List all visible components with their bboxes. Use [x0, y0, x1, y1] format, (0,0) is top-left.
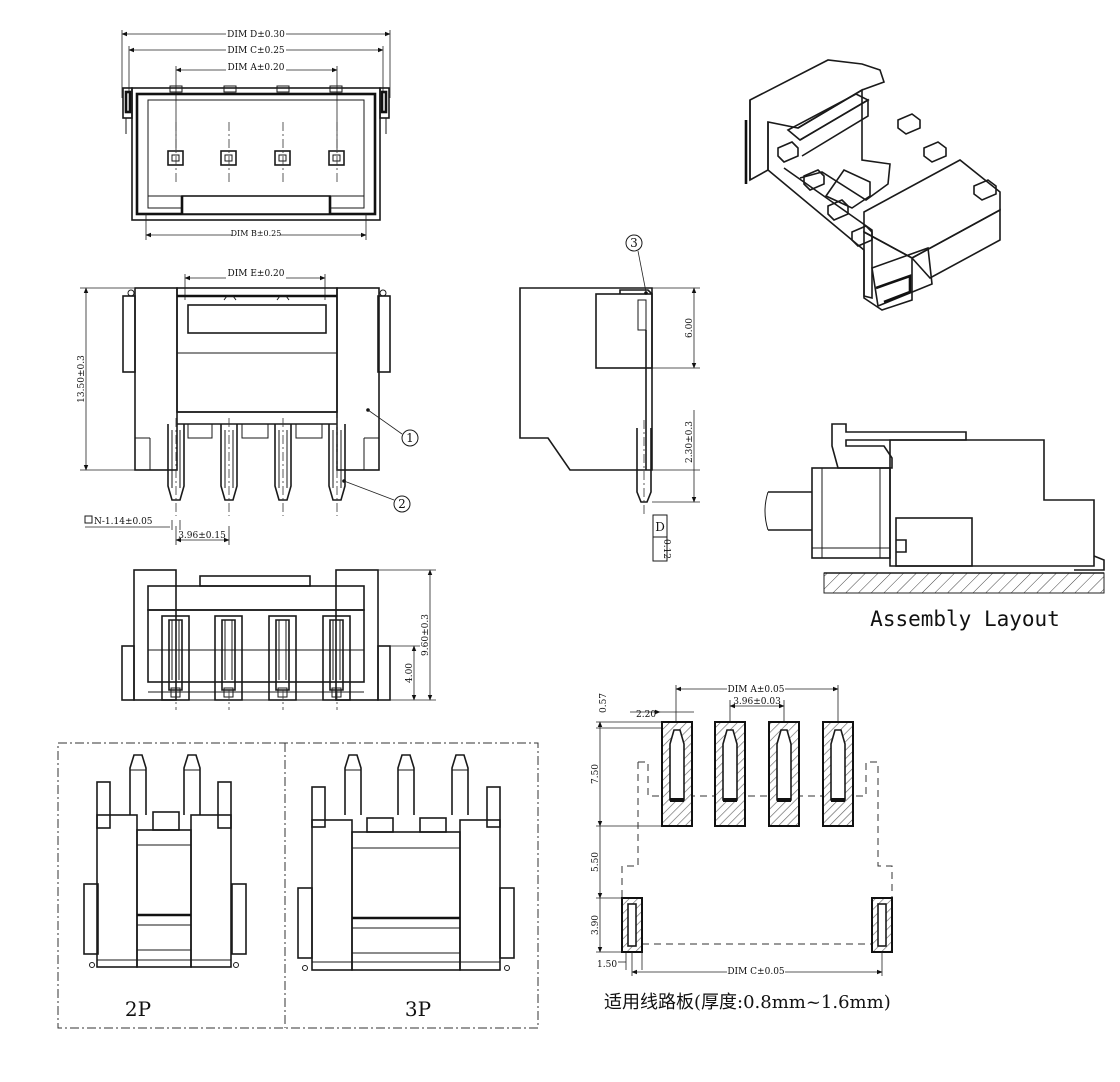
dim-400-label: 4.00 [405, 663, 415, 683]
assembly-layout [764, 423, 1105, 594]
pcb-dim-220: 2.20 [636, 710, 656, 720]
pcb-dim-750: 7.50 [591, 764, 601, 784]
pcb-dim-390: 3.90 [591, 915, 601, 935]
datum-symbol: D [655, 520, 665, 534]
pcb-dim-c-label: DIM C±0.05 [727, 967, 785, 977]
pcb-dim-057: 0.57 [599, 693, 609, 713]
assembly-label: Assembly Layout [870, 607, 1060, 631]
dim-b-label: DIM B±0.25 [231, 229, 282, 238]
flatness-value: 0.12 [661, 539, 671, 559]
pcb-note: 适用线路板(厚度:0.8mm~1.6mm) [604, 992, 891, 1013]
bottom-view: 9.60±0.3 4.00 [121, 569, 436, 710]
top-pin-2 [220, 150, 237, 166]
bottom-pin-4 [322, 615, 351, 701]
dim-a-label: DIM A±0.20 [228, 63, 285, 73]
bottom-pin-1 [161, 615, 190, 701]
height-label: 13.50±0.3 [77, 355, 87, 403]
pcb-dim-550: 5.50 [591, 852, 601, 872]
callout-2: 2 [398, 497, 406, 511]
dim-600-label: 6.00 [685, 318, 695, 338]
side-view: 3 6.00 2.30±0.3 D 0.12 [519, 234, 700, 562]
pcb-pitch-label: 3.96±0.03 [733, 697, 781, 707]
pin-width-label: N-1.14±0.05 [94, 517, 153, 527]
bottom-pin-3 [268, 615, 297, 701]
pcb-layout: DIM A±0.05 3.96±0.03 2.20 0.57 7.50 5.50… [591, 683, 893, 977]
callout-3: 3 [630, 236, 638, 250]
isometric-view [744, 59, 1001, 311]
dim-230-label: 2.30±0.3 [685, 421, 695, 463]
top-pin-3 [274, 150, 291, 166]
label-2p: 2P [125, 997, 151, 1021]
dim-c-label: DIM C±0.25 [227, 46, 285, 56]
dim-e-label: DIM E±0.20 [228, 269, 285, 279]
front-view: DIM E±0.20 13.50±0.3 [77, 268, 419, 545]
dim-960-label: 9.60±0.3 [421, 614, 431, 656]
top-pin-1 [167, 150, 184, 166]
pitch-label: 3.96±0.15 [178, 531, 226, 541]
pcb-dim-a-label: DIM A±0.05 [728, 685, 785, 695]
pcb-dim-150: 1.50 [597, 960, 617, 970]
variant-2p: 2P [83, 754, 247, 1021]
top-pin-4 [328, 150, 345, 166]
callout-1: 1 [406, 431, 414, 445]
variant-frame [57, 742, 539, 1029]
label-3p: 3P [405, 997, 431, 1021]
bottom-pin-2 [214, 615, 243, 701]
dim-d-label: DIM D±0.30 [227, 30, 285, 40]
variant-3p: 3P [297, 754, 515, 1021]
top-view: DIM D±0.30 DIM C±0.25 DIM A±0.20 [121, 28, 391, 240]
